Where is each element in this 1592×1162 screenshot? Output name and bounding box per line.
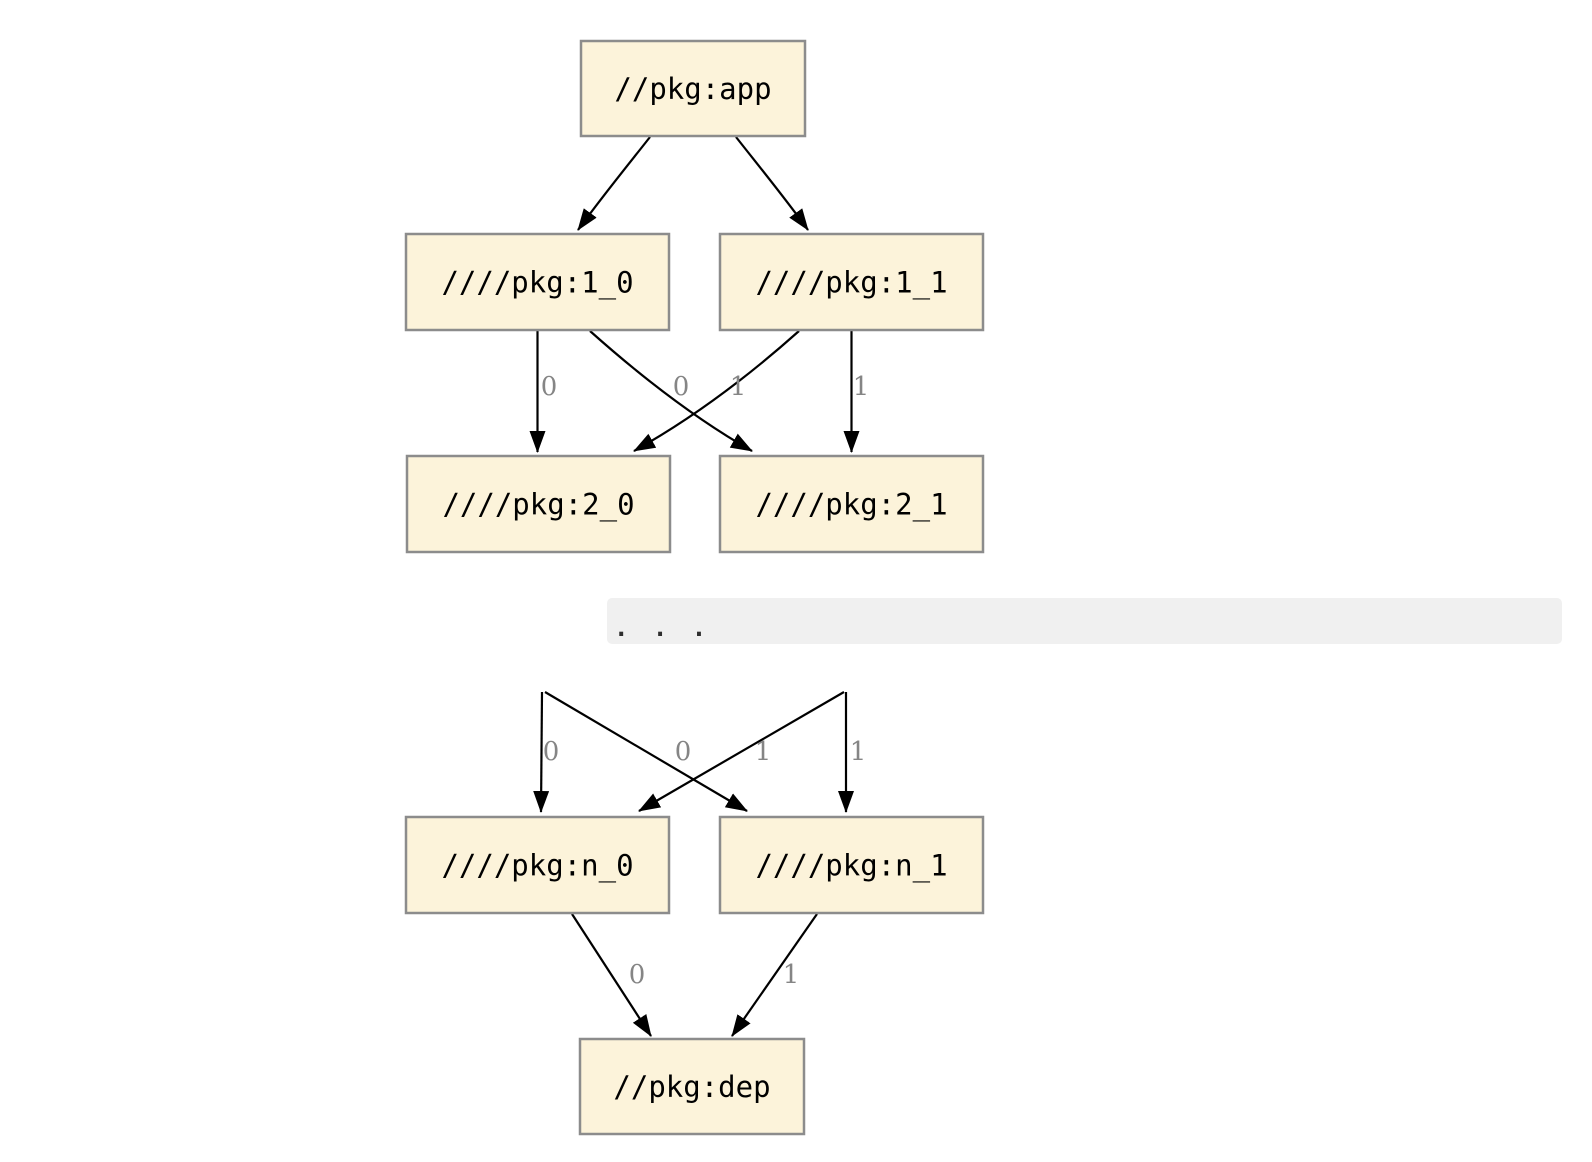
node-label: ////pkg:1_0 <box>441 266 633 301</box>
edge-label: 1 <box>850 737 867 767</box>
node-label: ////pkg:1_1 <box>755 266 947 301</box>
node-box <box>718 454 985 554</box>
edges <box>529 136 860 1037</box>
edge-label: 0 <box>673 372 690 402</box>
node-box <box>718 232 985 332</box>
node-label: ////pkg:n_1 <box>755 849 947 884</box>
node-pkg-2_0: ////pkg:2_0 <box>405 454 672 554</box>
node-box <box>404 232 671 332</box>
node-box <box>405 454 672 554</box>
edge-app-to-1_0 <box>577 136 651 231</box>
ellipsis-row: . . . <box>607 598 1562 644</box>
node-box <box>579 39 807 138</box>
node-pkg-dep: //pkg:dep <box>578 1037 806 1136</box>
node-pkg-n_0: ////pkg:n_0 <box>404 815 671 915</box>
node-box <box>718 815 985 915</box>
edge-elided-right-to-n_0 <box>638 691 845 812</box>
edge-app-to-1_1 <box>735 136 809 231</box>
edge-label: 0 <box>543 737 560 767</box>
ellipsis-band <box>607 598 1562 644</box>
edge-n_1-to-dep <box>731 913 818 1037</box>
edge-1_1-to-2_0 <box>633 330 800 452</box>
node-pkg-1_0: ////pkg:1_0 <box>404 232 671 332</box>
ellipsis-text: . . . <box>614 614 711 642</box>
node-label: //pkg:app <box>614 72 771 106</box>
node-box <box>404 815 671 915</box>
edge-label: 0 <box>629 960 646 990</box>
edge-elided-left-to-n_0 <box>533 691 550 813</box>
node-pkg-1_1: ////pkg:1_1 <box>718 232 985 332</box>
edge-n_0-to-dep <box>571 913 652 1037</box>
node-label: ////pkg:2_0 <box>442 488 634 523</box>
edge-label: 1 <box>755 737 772 767</box>
node-label: //pkg:dep <box>613 1070 770 1104</box>
edge-label: 0 <box>541 372 558 402</box>
node-pkg-app: //pkg:app <box>579 39 807 138</box>
edge-1_0-to-2_1 <box>589 330 753 452</box>
edge-labels: 0 0 1 1 0 0 1 1 0 1 <box>541 372 870 990</box>
edge-label: 0 <box>675 737 692 767</box>
edge-label: 1 <box>783 960 800 990</box>
node-box <box>578 1037 806 1136</box>
edge-label: 1 <box>853 372 870 402</box>
node-pkg-n_1: ////pkg:n_1 <box>718 815 985 915</box>
node-label: ////pkg:n_0 <box>441 849 633 884</box>
edge-label: 1 <box>730 372 747 402</box>
node-pkg-2_1: ////pkg:2_1 <box>718 454 985 554</box>
node-label: ////pkg:2_1 <box>755 488 947 523</box>
edge-elided-left-to-n_1 <box>544 691 748 812</box>
